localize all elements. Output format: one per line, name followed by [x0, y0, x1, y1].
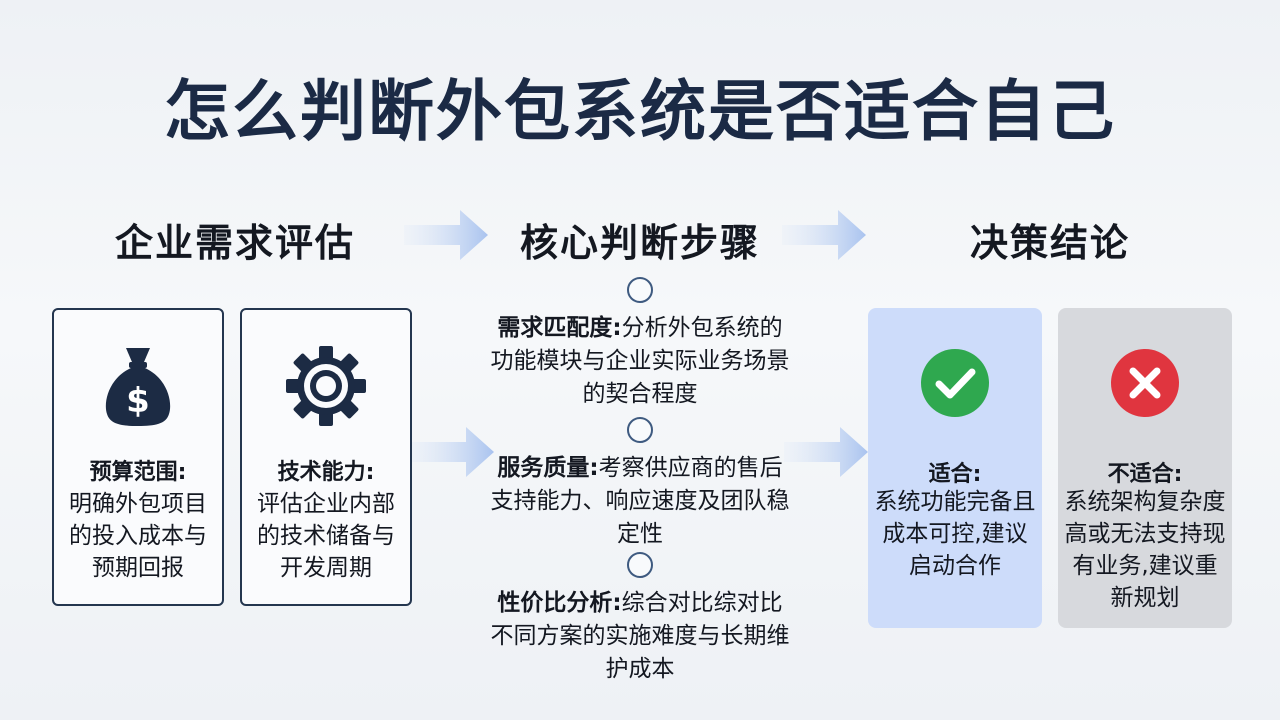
flow-arrow-icon: [404, 210, 488, 260]
step-marker-icon: [627, 417, 653, 443]
column-heading-conclusion: 决策结论: [969, 221, 1130, 265]
verdict-suitable: 适合: 系统功能完备且成本可控,建议启动合作: [868, 308, 1042, 628]
verdict-text: 系统架构复杂度高或无法支持现有业务,建议重新规划: [1064, 489, 1226, 611]
step-text: 考察供应商的售后支持能力、响应速度及团队稳定性: [490, 455, 790, 547]
verdict-unsuitable: 不适合: 系统架构复杂度高或无法支持现有业务,建议重新规划: [1058, 308, 1232, 628]
step-label: 服务质量:: [497, 455, 599, 481]
flow-arrow-icon: [410, 427, 494, 477]
step-service-quality: 服务质量:考察供应商的售后支持能力、响应速度及团队稳定性: [488, 452, 792, 551]
card-label: 预算范围:: [89, 460, 187, 485]
page-title: 怎么判断外包系统是否适合自己: [164, 73, 1116, 150]
verdict-text: 系统功能完备且成本可控,建议启动合作: [874, 489, 1036, 579]
column-heading-steps: 核心判断步骤: [519, 221, 760, 265]
card-budget: $ 预算范围: 明确外包项目的投入成本与预期回报: [52, 308, 224, 606]
step-cost-performance: 性价比分析:综合对比综对比不同方案的实施难度与长期维护成本: [488, 587, 792, 686]
card-text: 评估企业内部的技术储备与开发周期: [257, 491, 395, 581]
verdict-label: 不适合:: [1107, 462, 1183, 487]
check-icon: [921, 349, 989, 417]
cross-icon: [1111, 349, 1179, 417]
money-bag-icon: $: [105, 348, 171, 426]
step-demand-match: 需求匹配度:分析外包系统的功能模块与企业实际业务场景的契合程度: [488, 312, 792, 411]
svg-text:$: $: [126, 381, 150, 421]
flow-arrow-icon: [782, 210, 866, 260]
step-text: 综合对比综对比不同方案的实施难度与长期维护成本: [490, 590, 790, 682]
card-tech: 技术能力: 评估企业内部的技术储备与开发周期: [240, 308, 412, 606]
column-heading-assessment: 企业需求评估: [114, 221, 355, 265]
card-text: 明确外包项目的投入成本与预期回报: [69, 491, 207, 581]
card-label: 技术能力:: [277, 460, 375, 485]
step-text: 分析外包系统的功能模块与企业实际业务场景的契合程度: [490, 315, 790, 407]
flow-arrow-icon: [784, 427, 868, 477]
verdict-label: 适合:: [928, 462, 982, 487]
step-marker-icon: [627, 277, 653, 303]
step-label: 性价比分析:: [497, 590, 622, 616]
step-marker-icon: [627, 552, 653, 578]
gear-icon: [286, 346, 366, 426]
step-label: 需求匹配度:: [497, 315, 622, 341]
